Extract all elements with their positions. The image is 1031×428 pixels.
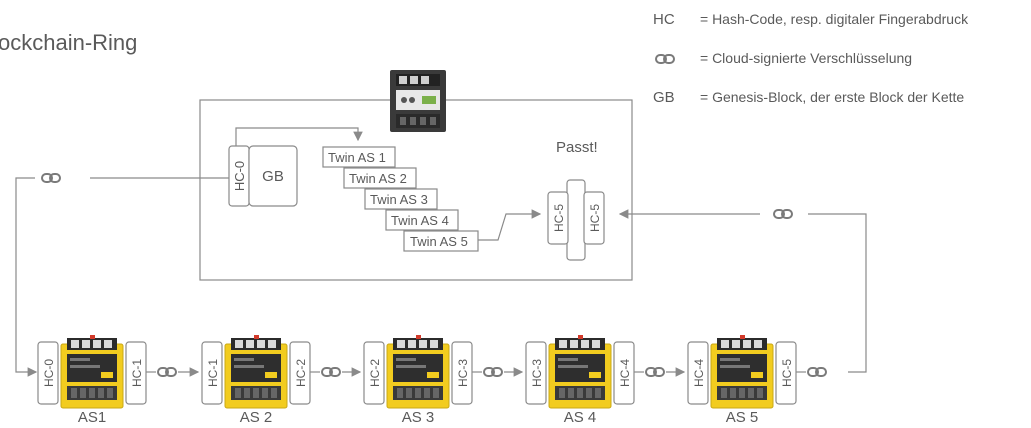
station-label: AS 3 [402,409,435,426]
station-right-hc: HC-1 [130,359,144,387]
twin-box [322,146,396,168]
station-as3: HC-2 HC-3 AS 3 [363,334,473,426]
chain-link-icon [483,367,503,377]
station-right-hc: HC-2 [294,359,308,387]
twin-label: Twin AS 5 [410,234,468,249]
chain-link-icon [655,54,675,64]
station-label: AS 5 [726,409,759,426]
twin-box [403,230,479,252]
legend-abbr-gb: GB [653,89,675,106]
station-label: AS1 [78,409,106,426]
return-line [808,213,867,373]
chain-link-icon [157,367,177,377]
station-left-hc: HC-4 [692,359,706,387]
station-as1: HC-0 HC-1 AS1 [37,334,147,426]
twin-box [343,167,417,189]
twin-label: Twin AS 1 [328,150,386,165]
station-right-hc: HC-4 [618,359,632,387]
compare-middle-bar [566,179,586,261]
twin-stack: Twin AS 1 Twin AS 2 Twin AS 3 Twin AS 4 … [322,146,479,252]
station-left-hc: HC-0 [42,359,56,387]
station-right-hc: HC-5 [780,359,794,387]
hc5-right-label: HC-5 [588,204,602,232]
station-as5: HC-4 HC-5 AS 5 [687,334,797,426]
arrow-to-twin [235,127,363,146]
station-label: AS 4 [564,409,597,426]
page-title: ockchain-Ring [0,30,137,55]
hc5-left-label: HC-5 [552,204,566,232]
station-left-hc: HC-3 [530,359,544,387]
arrow-to-compare [478,209,542,241]
legend-text-chain: = Cloud-signierte Verschlüsselung [700,50,912,66]
legend: HC = Hash-Code, resp. digitaler Fingerab… [653,11,969,106]
legend-text-hc: = Hash-Code, resp. digitaler Fingerabdru… [700,11,969,27]
station-left-hc: HC-1 [206,359,220,387]
chain-link-icon [645,367,665,377]
twin-box [385,209,459,231]
chain-link-icon [41,173,61,183]
station-left-hc: HC-2 [368,359,382,387]
genesis-block [248,145,298,207]
chain-link-icon [773,209,793,219]
station-as2: HC-1 HC-2 AS 2 [201,334,311,426]
station-label: AS 2 [240,409,273,426]
hc5-right-block [583,191,605,245]
hc5-left-block [547,191,569,245]
feed-arrow [15,177,38,377]
hc0-label: HC-0 [232,161,247,191]
genesis-label: GB [262,168,284,185]
station-as4: HC-3 HC-4 AS 4 [525,334,635,426]
legend-text-gb: = Genesis-Block, der erste Block der Ket… [700,89,964,105]
central-device [390,70,446,132]
twin-label: Twin AS 3 [370,192,428,207]
station-connectors [146,367,827,377]
station-right-hc: HC-3 [456,359,470,387]
passt-label: Passt! [556,139,598,156]
legend-abbr-hc: HC [653,11,675,28]
twin-label: Twin AS 2 [349,171,407,186]
chain-link-icon [321,367,341,377]
twin-label: Twin AS 4 [391,213,449,228]
twin-box [364,188,438,210]
chain-link-icon [807,367,827,377]
